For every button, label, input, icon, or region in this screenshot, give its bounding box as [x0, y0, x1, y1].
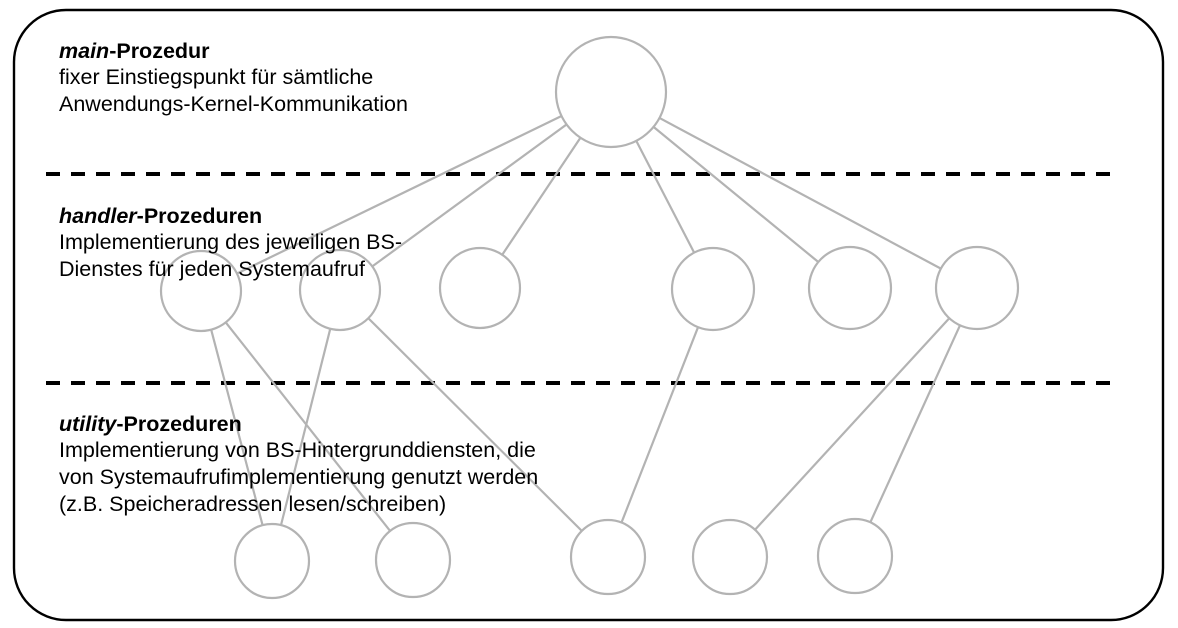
layer-title-handler: handler-Prozeduren: [59, 203, 402, 229]
edge-h6-u4: [754, 317, 951, 531]
layer-label-utility: utility-Prozeduren Implementierung von B…: [59, 411, 538, 518]
layer-label-main: main-Prozedur fixer Einstiegspunkt für s…: [59, 38, 408, 118]
node-handler-h6[interactable]: [934, 245, 1020, 331]
node-handler-h4[interactable]: [670, 246, 756, 332]
layer-description-utility: Implementierung von BS-Hintergrunddienst…: [59, 438, 539, 516]
edge-m1-h4: [635, 140, 696, 254]
layer-emph-handler: handler: [59, 204, 137, 228]
edge-h6-u5: [869, 324, 962, 523]
node-handler-h5[interactable]: [807, 245, 893, 331]
node-handler-h3[interactable]: [438, 246, 522, 330]
node-handler-h2[interactable]: [298, 248, 382, 332]
outer-rounded-border: [12, 8, 1165, 622]
edge-h2-u3: [367, 317, 583, 532]
layer-suffix-handler: -Prozeduren: [136, 204, 263, 228]
node-utility-u4[interactable]: [691, 518, 769, 596]
node-layer: [159, 35, 1020, 600]
node-utility-u2[interactable]: [374, 521, 452, 599]
edge-h1-u2: [224, 321, 391, 532]
edge-m1-h6: [658, 116, 942, 270]
edge-layer: [210, 115, 962, 532]
edge-h2-u1: [279, 328, 332, 526]
edge-m1-h1: [236, 115, 563, 275]
edge-h1-u1: [210, 329, 264, 526]
node-handler-h1[interactable]: [159, 249, 243, 333]
layer-description-handler: Implementierung des jeweiligen BS- Diens…: [59, 230, 402, 281]
edge-m1-h5: [652, 126, 819, 263]
node-utility-u5[interactable]: [816, 517, 894, 595]
layer-description-main: fixer Einstiegspunkt für sämtliche Anwen…: [59, 65, 408, 116]
node-utility-u3[interactable]: [569, 518, 647, 596]
layer-suffix-utility: -Prozeduren: [116, 412, 242, 436]
edge-h4-u3: [620, 326, 700, 523]
layer-emph-main: main: [59, 39, 110, 63]
edge-m1-h2: [371, 123, 568, 268]
node-main-m1[interactable]: [554, 35, 668, 149]
node-utility-u1[interactable]: [233, 522, 311, 600]
layer-title-main: main-Prozedur: [59, 38, 408, 64]
edge-m1-h3: [501, 137, 582, 256]
layer-label-handler: handler-Prozeduren Implementierung des j…: [59, 203, 402, 283]
layer-suffix-main: -Prozedur: [109, 39, 210, 63]
layer-title-utility: utility-Prozeduren: [59, 411, 538, 437]
layer-emph-utility: utility: [59, 412, 117, 436]
